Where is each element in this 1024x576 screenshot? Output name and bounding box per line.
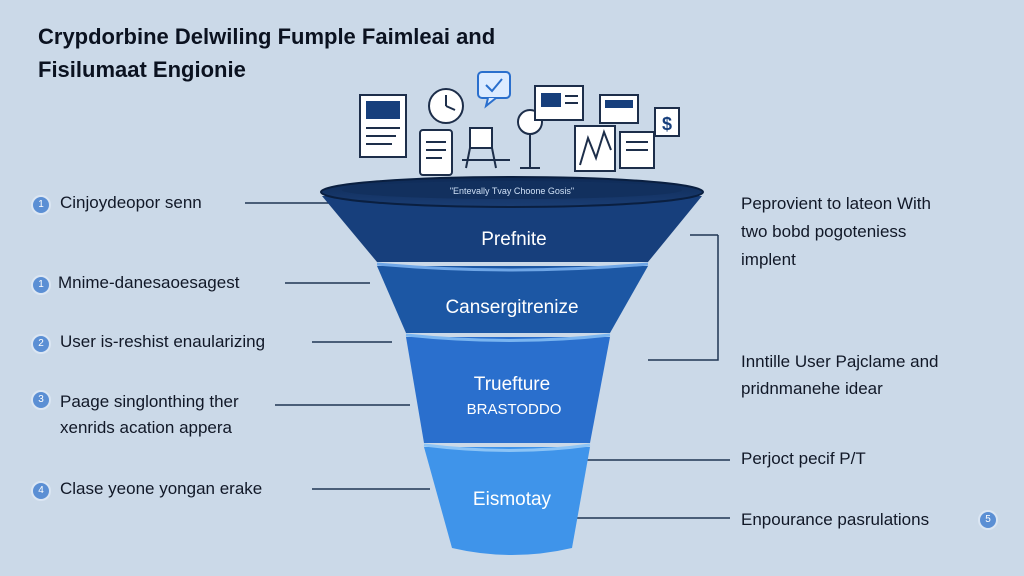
title-line-1: Crypdorbine Delwiling Fumple Faimleai an… [38, 24, 496, 49]
chat-bubble-icon [477, 71, 511, 109]
monitor-icon [599, 94, 655, 169]
funnel-stage-1 [322, 196, 702, 262]
funnel-stage-3 [406, 337, 610, 443]
dollar-icon: $ [654, 107, 680, 137]
left-label-4b: xenrids acation appera [60, 418, 233, 437]
stage-label-3: Truefture [474, 374, 550, 395]
clock-icon [428, 88, 464, 124]
tablet-icon [419, 129, 453, 176]
left-connectors [245, 202, 430, 490]
right-badge-5: 5 [978, 510, 998, 530]
left-label-2: Mnime-danesaoesagest [58, 273, 240, 292]
browser-window-icon [534, 85, 584, 121]
icon-cluster: $ [359, 71, 680, 176]
document-icon [359, 94, 407, 158]
funnel-top-caption: "Entevally Tvay Choone Gosis" [450, 186, 574, 196]
left-badge-4: 3 [31, 390, 51, 410]
chair-icon [462, 127, 510, 169]
right-connectors [575, 234, 730, 519]
right-label-1b: two bobd pogoteniess [741, 222, 907, 241]
left-badge-3: 2 [31, 334, 51, 354]
funnel-stage-2 [377, 266, 648, 333]
title-line-2: Fisilumaat Engionie [38, 57, 246, 82]
left-label-3: User is-reshist enaularizing [60, 332, 266, 351]
funnel-stage-4 [424, 447, 590, 555]
left-badge-2: 1 [31, 275, 51, 295]
right-label-4: Enpourance pasrulations [741, 510, 930, 529]
left-badge-5: 4 [31, 481, 51, 501]
right-label-2a: Inntille User Pajclame and [741, 352, 939, 371]
stage-label-2: Cansergitrenize [445, 297, 578, 318]
right-label-2b: pridnmanehe idear [741, 379, 883, 398]
stage-label-4: Eismotay [473, 489, 552, 510]
funnel [320, 176, 704, 555]
left-badge-1: 1 [31, 195, 51, 215]
stage-sublabel-3: BRASTODDO [467, 401, 562, 418]
right-label-3: Perjoct pecif P/T [741, 449, 866, 468]
right-label-1a: Peprovient to lateon With [741, 194, 931, 213]
svg-text:$: $ [662, 114, 672, 134]
page-title: Crypdorbine Delwiling Fumple Faimleai an… [38, 20, 638, 86]
chart-icon [574, 125, 616, 172]
right-label-1c: implent [741, 250, 796, 269]
left-label-1: Cinjoydeopor senn [60, 193, 202, 212]
left-label-5: Clase yeone yongan erake [60, 479, 263, 498]
left-label-4a: Paage singlonthing ther [60, 392, 239, 411]
stage-label-1: Prefnite [481, 229, 546, 250]
